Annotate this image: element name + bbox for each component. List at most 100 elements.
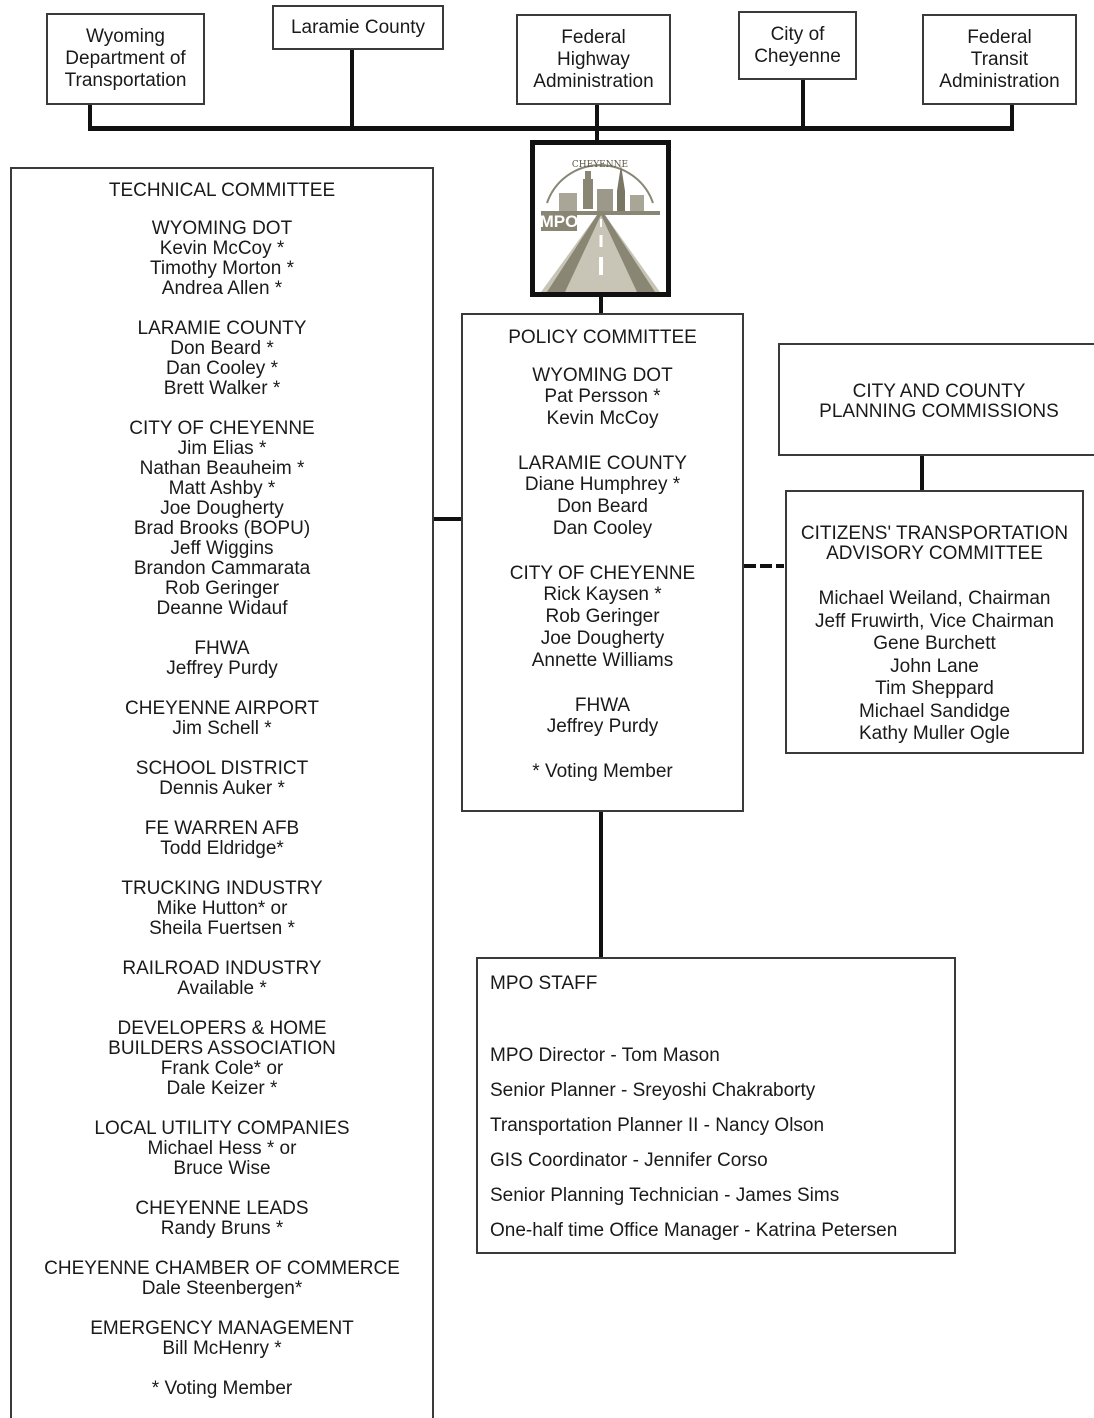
planning-commissions-line1: CITY AND COUNTY [852,381,1026,402]
group-member: Bruce Wise [173,1158,271,1179]
group-member: Joe Dougherty [160,498,284,519]
group-member: Dale Steenbergen* [141,1278,303,1299]
policy-committee-title: POLICY COMMITTEE [508,327,697,348]
citizens-committee-line1: CITIZENS' TRANSPORTATION [800,523,1069,544]
citizen-member: Michael Weiland, Chairman [818,588,1051,609]
group-member: Dale Keizer * [166,1078,278,1099]
citizen-member: Tim Sheppard [875,678,994,699]
group-member: Dan Cooley * [166,358,278,379]
agency-fhwa: Federal Highway Administration [516,14,671,105]
group-member: Kevin McCoy * [159,238,285,259]
group-member: Dan Cooley [552,518,653,539]
planning-commissions-box: CITY AND COUNTY PLANNING COMMISSIONS [778,343,1094,456]
connector-policy-citizens [744,564,784,568]
staff-item: Senior Planning Technician - James Sims [490,1185,840,1206]
staff-item: One-half time Office Manager - Katrina P… [490,1220,898,1241]
group-member: Pat Persson * [544,386,661,407]
connector-logo-policy [599,297,603,314]
group-member: Sheila Fuertsen * [149,918,295,939]
group-name: LOCAL UTILITY COMPANIES [94,1118,350,1139]
group-member: Brett Walker * [163,378,281,399]
connector-city [801,80,805,128]
group-member: Brandon Cammarata [133,558,311,579]
agency-city-of-cheyenne: City of Cheyenne [738,11,857,80]
staff-item: MPO Director - Tom Mason [490,1045,720,1066]
connector-technical-policy [434,517,462,521]
group-name: FHWA [194,638,250,659]
group-name: CITY OF CHEYENNE [509,563,696,584]
agency-laramie-county: Laramie County [272,5,444,50]
group-member: Rick Kaysen * [543,584,662,605]
agency-wydot: Wyoming Department of Transportation [46,13,205,105]
connector-fta [1010,105,1014,129]
group-member: Jeffrey Purdy [546,716,659,737]
connector-laramie [350,50,354,128]
group-name: WYOMING DOT [532,365,673,386]
group-name: CHEYENNE AIRPORT [125,698,319,719]
group-name: LARAMIE COUNTY [518,453,687,474]
group-member: Don Beard * [170,338,274,359]
group-name: DEVELOPERS & HOME [117,1018,327,1039]
group-member: Jim Schell * [172,718,272,739]
mpo-staff-title: MPO STAFF [490,973,598,994]
group-member: Timothy Morton * [150,258,294,279]
citizens-committee-box: CITIZENS' TRANSPORTATION ADVISORY COMMIT… [785,490,1084,754]
agency-label: City of Cheyenne [754,23,841,67]
group-member: Jeffrey Purdy [166,658,278,679]
citizen-member: Michael Sandidge [858,700,1011,722]
mpo-logo-frame: CHEYENNE MPO [530,140,671,297]
group-member: Todd Eldridge* [160,838,284,859]
citizen-member: Kathy Muller Ogle [858,723,1010,744]
group-member: Rob Geringer [545,606,660,627]
group-member: Don Beard [557,496,648,517]
connector-wydot [88,105,92,129]
group-member: Matt Ashby * [168,478,276,499]
staff-item: Transportation Planner II - Nancy Olson [490,1115,825,1136]
logo-badge-text: MPO [540,212,579,231]
group-member: Mike Hutton* or [156,898,288,919]
technical-voting-note: * Voting Member [151,1378,293,1399]
staff-item: Senior Planner - Sreyoshi Chakraborty [490,1080,816,1101]
group-name: TRUCKING INDUSTRY [121,878,323,899]
group-member: Bill McHenry * [162,1338,282,1359]
mpo-logo-icon: CHEYENNE MPO [540,160,660,292]
connector-planning-citizens [920,456,924,492]
group-name: RAILROAD INDUSTRY [122,958,322,979]
group-member: Nathan Beauheim * [139,458,305,479]
staff-item: GIS Coordinator - Jennifer Corso [490,1150,768,1171]
citizen-member: John Lane [890,655,979,677]
group-name: WYOMING DOT [151,218,293,239]
group-member: Deanne Widauf [156,598,288,619]
agency-label: Laramie County [290,16,426,38]
group-name: FE WARREN AFB [144,818,300,839]
group-member: Kevin McCoy [546,408,659,429]
group-member: Dennis Auker * [159,778,285,799]
group-name: SCHOOL DISTRICT [135,758,309,779]
group-member: Annette Williams [531,650,674,671]
group-member: Joe Dougherty [540,628,665,649]
group-member: Brad Brooks (BOPU) [133,518,311,539]
group-member: Jim Elias * [177,438,267,459]
group-name: CITY OF CHEYENNE [129,418,315,439]
connector-fhwa [595,105,599,141]
